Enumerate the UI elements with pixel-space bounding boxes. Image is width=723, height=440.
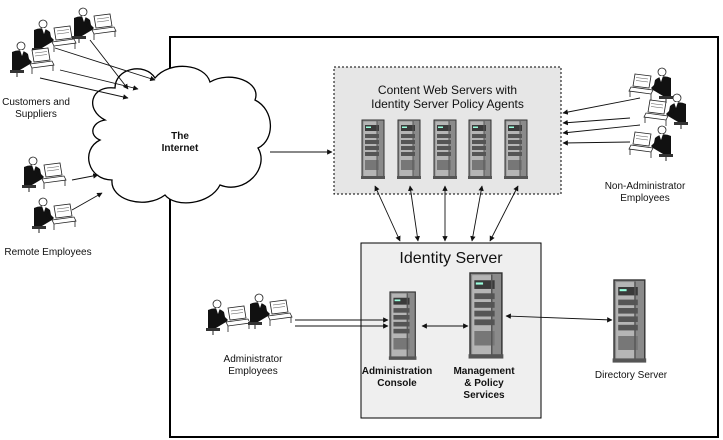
content-web-server-1: [360, 119, 386, 180]
customer-user-icon-1: [71, 7, 117, 44]
content-web-server-4: [467, 119, 493, 180]
content-web-server-3: [432, 119, 458, 180]
admin-console-label: Administration Console: [361, 366, 433, 389]
internet-label: The Internet: [161, 131, 199, 154]
non-admin-employees-label: Non-Administrator Employees: [604, 181, 686, 204]
customers-label: Customers and Suppliers: [2, 97, 70, 120]
management-policy-server: [467, 272, 505, 360]
directory-server-label: Directory Server: [594, 370, 668, 381]
identity-server-title: Identity Server: [399, 250, 503, 267]
remote-employees-label: Remote Employees: [4, 247, 92, 258]
content-web-server-5: [503, 119, 529, 180]
remote-employee-icon-1: [21, 156, 67, 193]
content-web-servers-label: Content Web Servers with Identity Server…: [371, 83, 524, 111]
administration-console-server: [388, 291, 418, 361]
cloud-icon: [88, 65, 271, 204]
remote-employee-icon-2: [31, 197, 77, 234]
content-web-server-2: [396, 119, 422, 180]
admin-employees-label: Administrator Employees: [223, 354, 283, 377]
directory-server: [611, 279, 647, 364]
management-policy-label: Management & Policy Services: [453, 366, 515, 401]
customer-user-icon-3: [9, 41, 55, 78]
